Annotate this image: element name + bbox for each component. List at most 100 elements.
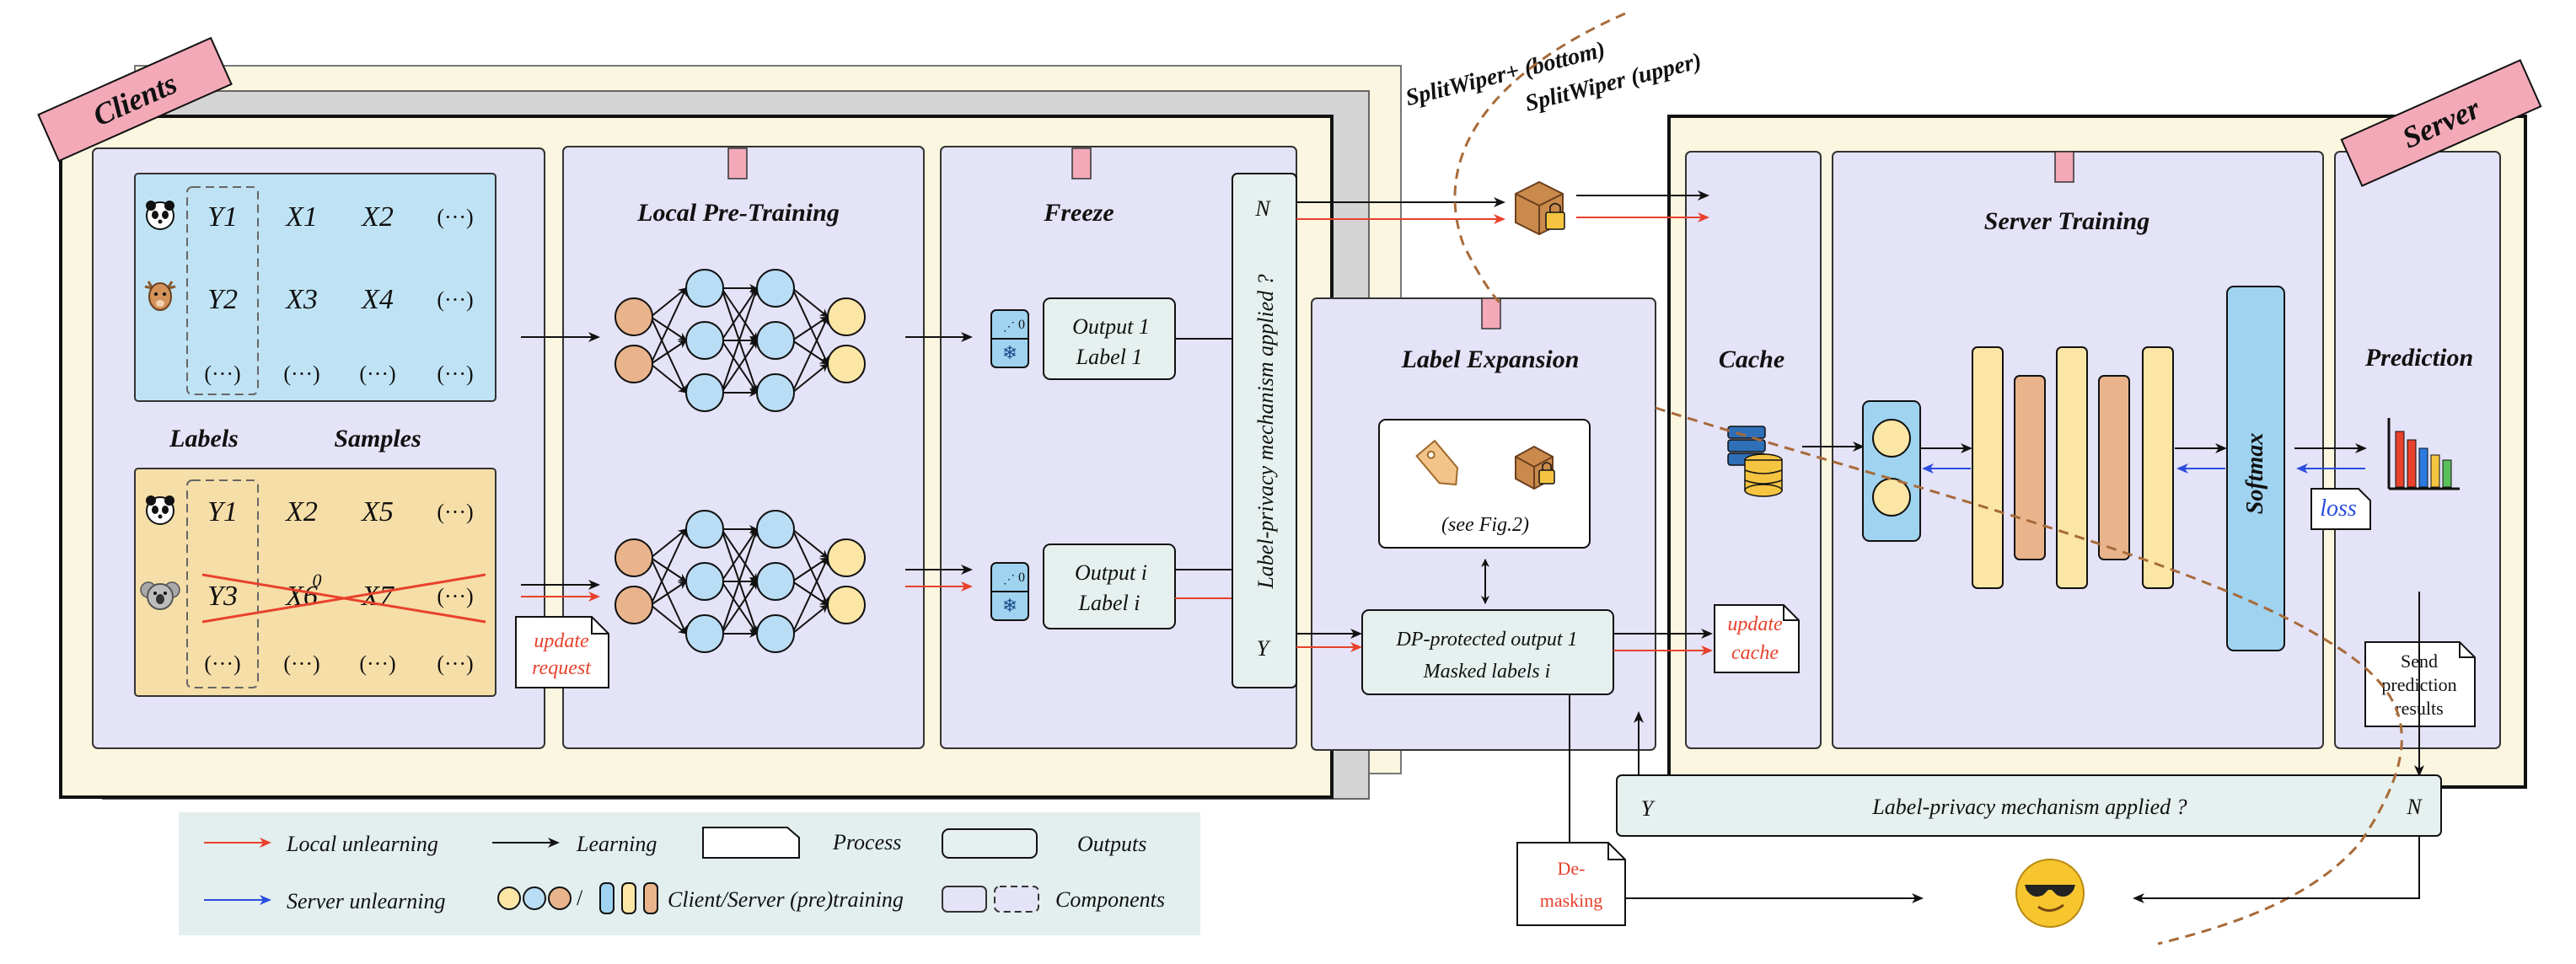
network-node bbox=[685, 321, 724, 360]
legend-slash: / bbox=[577, 886, 583, 910]
bar-chart-icon bbox=[2387, 418, 2460, 490]
neural-network-2 bbox=[614, 510, 866, 653]
neural-network-1 bbox=[614, 269, 866, 412]
output-box-1: Output 1 Label 1 bbox=[1043, 297, 1176, 380]
table-1-cells: Y1 X1 X2 (···) Y2 X3 X4 (···) (···) (···… bbox=[204, 201, 473, 386]
network-edge bbox=[792, 340, 829, 365]
network-edge bbox=[792, 557, 829, 635]
network-node bbox=[614, 345, 653, 383]
see-fig-box: (see Fig.2) bbox=[1378, 419, 1591, 549]
prediction-title: Prediction bbox=[2364, 344, 2473, 372]
client-data-table-1 bbox=[134, 173, 496, 402]
t2-r3-c3: (···) bbox=[359, 651, 395, 676]
tag-icon bbox=[1415, 439, 1459, 486]
t1-r3-c1: (···) bbox=[204, 362, 240, 386]
server-training-title: Server Training bbox=[1984, 207, 2149, 235]
demasking-line2: masking bbox=[1540, 890, 1603, 911]
network-node bbox=[827, 586, 866, 624]
panda-icon bbox=[146, 201, 174, 230]
update-request-line2: request bbox=[532, 657, 592, 679]
update-request-line1: update bbox=[534, 630, 589, 652]
network-node bbox=[614, 297, 653, 336]
t2-y1: Y1 bbox=[207, 496, 238, 528]
network-edge bbox=[721, 528, 759, 635]
server-privacy-n: N bbox=[2406, 795, 2423, 819]
server-input-layer bbox=[1862, 400, 1921, 542]
local-pretraining-title: Local Pre-Training bbox=[636, 199, 840, 227]
learning-arrow bbox=[2133, 836, 2420, 903]
labels-heading: Labels bbox=[169, 425, 239, 453]
server-layer bbox=[2056, 346, 2088, 589]
cache-title: Cache bbox=[1719, 345, 1784, 373]
locked-package-icon bbox=[1515, 445, 1555, 490]
network-edge bbox=[650, 557, 687, 582]
network-edge bbox=[650, 581, 687, 606]
dp-output-label: DP-protected output 1 bbox=[1395, 629, 1577, 651]
samples-heading: Samples bbox=[334, 425, 421, 453]
client-privacy-check-bar: Label-privacy mechanism applied ? N Y bbox=[1232, 173, 1297, 688]
server-layer bbox=[2142, 346, 2174, 589]
network-node bbox=[756, 269, 795, 308]
network-node bbox=[827, 345, 866, 383]
t1-x2: X2 bbox=[360, 201, 394, 233]
network-edge bbox=[650, 316, 687, 394]
output-i-line2: Label i bbox=[1078, 591, 1140, 615]
network-node bbox=[614, 538, 653, 577]
see-fig-label: (see Fig.2) bbox=[1441, 514, 1529, 536]
network-edge bbox=[650, 557, 687, 635]
loss-note: loss bbox=[2310, 488, 2371, 530]
client-privacy-y: Y bbox=[1257, 636, 1271, 661]
t1-y1: Y1 bbox=[207, 201, 238, 233]
network-edge bbox=[650, 287, 687, 365]
deleted-row-strike bbox=[201, 573, 486, 624]
network-node bbox=[685, 373, 724, 412]
network-edge bbox=[792, 528, 829, 606]
network-edge bbox=[792, 363, 829, 394]
t1-r3-c2: (···) bbox=[283, 362, 319, 386]
output-1-line1: Output 1 bbox=[1072, 314, 1150, 339]
frozen-model-icon: ⋰0 ❄ bbox=[990, 562, 1029, 621]
network-node bbox=[827, 297, 866, 336]
network-node bbox=[685, 269, 724, 308]
splitwiper-upper-boundary bbox=[1655, 406, 2403, 945]
t1-r3-c4: (···) bbox=[437, 362, 473, 386]
update-request-note: update request bbox=[515, 616, 609, 688]
koala-icon bbox=[140, 581, 180, 610]
t2-x5: X5 bbox=[360, 496, 394, 528]
legend-outputs: Outputs bbox=[1077, 832, 1146, 856]
server-training-bookmark bbox=[2054, 151, 2074, 183]
network-edge bbox=[792, 287, 829, 365]
legend-local-unlearning: Local unlearning bbox=[286, 832, 438, 856]
legend-learning: Learning bbox=[576, 832, 657, 856]
locked-package-icon bbox=[1515, 180, 1565, 236]
svg-text:❄: ❄ bbox=[1002, 342, 1017, 363]
server-layer bbox=[2014, 375, 2046, 560]
t1-r3-c3: (···) bbox=[359, 362, 395, 386]
labels-column-1 bbox=[186, 186, 259, 395]
loss-label: loss bbox=[2320, 495, 2357, 522]
legend: Local unlearning Server unlearning Learn… bbox=[179, 812, 1200, 935]
network-node bbox=[685, 562, 724, 601]
output-box-i: Output i Label i bbox=[1043, 544, 1176, 629]
network-edge bbox=[721, 581, 758, 635]
network-edge bbox=[792, 528, 829, 559]
label-expansion-title: Label Expansion bbox=[1401, 345, 1580, 373]
svg-text:⋰: ⋰ bbox=[1003, 574, 1015, 586]
softmax-label: Softmax bbox=[2242, 433, 2268, 514]
local-pretraining-panel bbox=[562, 146, 925, 749]
client-data-table-2 bbox=[134, 468, 496, 697]
demasking-note: De- masking bbox=[1516, 842, 1626, 926]
network-node bbox=[756, 510, 795, 549]
update-cache-note: update cache bbox=[1714, 604, 1800, 673]
table-2-cells: Y1 X2 X5 (···) Y3 X6 0 X7 (···) (···) (·… bbox=[204, 496, 473, 676]
network-edge bbox=[721, 287, 758, 341]
network-node bbox=[756, 373, 795, 412]
svg-text:0: 0 bbox=[1018, 570, 1025, 585]
output-1-line2: Label 1 bbox=[1076, 345, 1143, 369]
server-privacy-check-bar: Y Label-privacy mechanism applied ? N bbox=[1616, 774, 2442, 837]
network-edge bbox=[792, 316, 829, 394]
svg-text:0: 0 bbox=[1018, 318, 1025, 332]
output-i-line1: Output i bbox=[1075, 560, 1147, 585]
legend-pretraining: Client/Server (pre)training bbox=[668, 887, 904, 912]
